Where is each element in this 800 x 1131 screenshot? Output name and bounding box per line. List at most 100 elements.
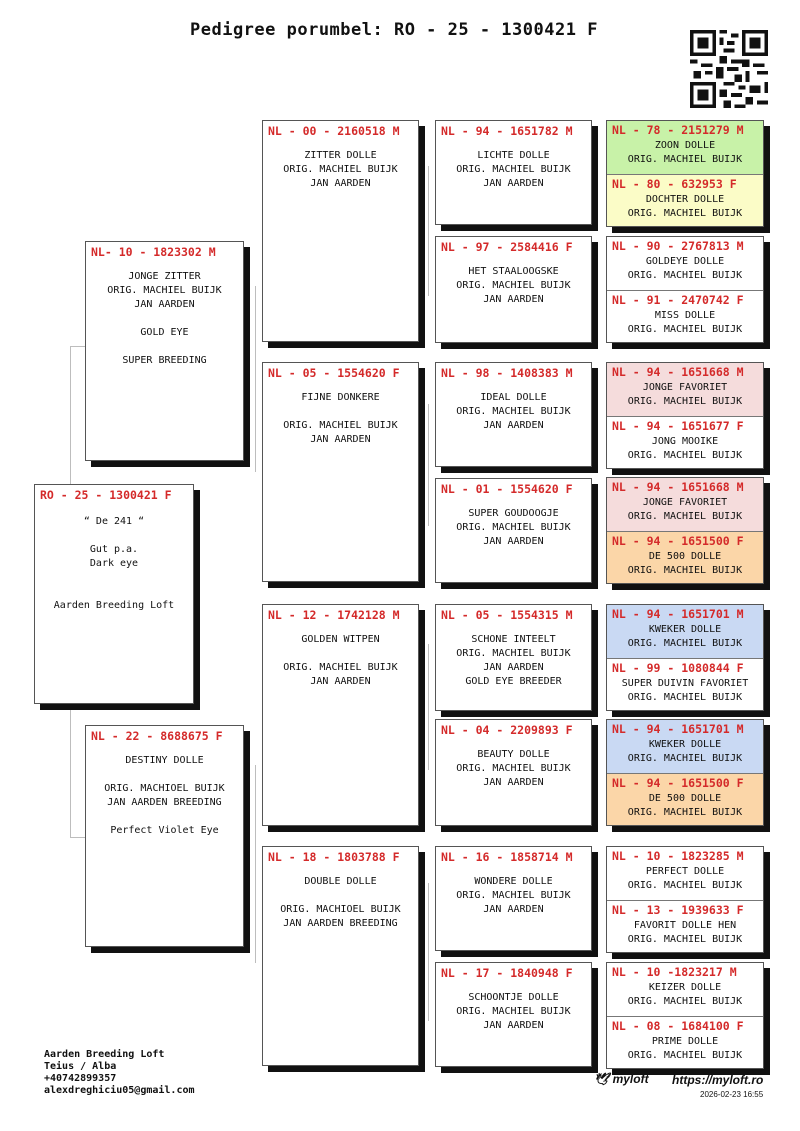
ancestor-sire: NL - 94 - 1651701 M KWEKER DOLLE ORIG. M… — [607, 720, 763, 773]
pigeon-details: DOCHTER DOLLE ORIG. MACHIEL BUIJK — [627, 194, 743, 219]
ancestor-sire: NL - 10 - 1823285 M PERFECT DOLLE ORIG. … — [607, 847, 763, 900]
pigeon-details: SCHOONTJE DOLLE ORIG. MACHIEL BUIJK JAN … — [456, 992, 571, 1031]
connector-line — [428, 883, 429, 1021]
pigeon-details: LICHTE DOLLE ORIG. MACHIEL BUIJK JAN AAR… — [456, 150, 571, 189]
ring-number: NL - 78 - 2151279 M — [612, 123, 744, 137]
pigeon-details: HET STAALOOGSKE ORIG. MACHIEL BUIJK JAN … — [456, 266, 571, 305]
great-grandparent-card: NL - 05 - 1554315 M SCHONE INTEELT ORIG.… — [435, 604, 592, 711]
ring-number: NL - 99 - 1080844 F — [612, 661, 744, 675]
ring-number: NL - 22 - 8688675 F — [91, 729, 223, 743]
ring-number: NL - 90 - 2767813 M — [612, 239, 744, 253]
ring-number: NL - 94 - 1651668 M — [612, 365, 744, 379]
pigeon-details: BEAUTY DOLLE ORIG. MACHIEL BUIJK JAN AAR… — [456, 749, 571, 788]
pigeon-details: DE 500 DOLLE ORIG. MACHIEL BUIJK — [627, 793, 743, 818]
great-grandparent-card: NL - 04 - 2209893 F BEAUTY DOLLE ORIG. M… — [435, 719, 592, 826]
pigeon-details: KWEKER DOLLE ORIG. MACHIEL BUIJK — [627, 624, 743, 649]
parent-card-sire: NL- 10 - 1823302 M JONGE ZITTER ORIG. MA… — [85, 241, 244, 461]
ancestor-pair-card: NL - 94 - 1651668 M JONGE FAVORIET ORIG.… — [606, 362, 764, 469]
pigeon-details: KEIZER DOLLE ORIG. MACHIEL BUIJK — [627, 982, 743, 1007]
ring-number: NL- 10 - 1823302 M — [91, 245, 216, 259]
ancestor-dam: NL - 94 - 1651500 F DE 500 DOLLE ORIG. M… — [607, 531, 763, 583]
ancestor-dam: NL - 08 - 1684100 F PRIME DOLLE ORIG. MA… — [607, 1016, 763, 1068]
great-grandparent-card: NL - 98 - 1408383 M IDEAL DOLLE ORIG. MA… — [435, 362, 592, 467]
connector-line — [428, 166, 429, 296]
great-grandparent-card: NL - 97 - 2584416 F HET STAALOOGSKE ORIG… — [435, 236, 592, 343]
website-link[interactable]: https://myloft.ro — [672, 1073, 764, 1087]
grandparent-card: NL - 05 - 1554620 F FIJNE DONKERE ORIG. … — [262, 362, 419, 582]
pigeon-details: MISS DOLLE ORIG. MACHIEL BUIJK — [627, 310, 743, 335]
ring-number: NL - 94 - 1651500 F — [612, 776, 744, 790]
ancestor-dam: NL - 91 - 2470742 F MISS DOLLE ORIG. MAC… — [607, 290, 763, 342]
ancestor-pair-card: NL - 78 - 2151279 M ZOON DOLLE ORIG. MAC… — [606, 120, 764, 227]
ancestor-pair-card: NL - 94 - 1651668 M JONGE FAVORIET ORIG.… — [606, 477, 764, 584]
print-date: 2026-02-23 16:55 — [700, 1090, 764, 1099]
phone-number: +40742899357 — [44, 1073, 117, 1084]
ancestor-dam: NL - 94 - 1651500 F DE 500 DOLLE ORIG. M… — [607, 773, 763, 825]
pigeon-details: DESTINY DOLLE ORIG. MACHIOEL BUIJK JAN A… — [104, 755, 225, 836]
ring-number: NL - 16 - 1858714 M — [441, 850, 573, 864]
pigeon-details: JONG MOOIKE ORIG. MACHIEL BUIJK — [627, 436, 743, 461]
ring-number: NL - 05 - 1554315 M — [441, 608, 573, 622]
connector-line — [255, 286, 256, 472]
ring-number: NL - 10 - 1823285 M — [612, 849, 744, 863]
connector-line — [428, 644, 429, 770]
pigeon-details: DE 500 DOLLE ORIG. MACHIEL BUIJK — [627, 551, 743, 576]
ring-number: NL - 17 - 1840948 F — [441, 966, 573, 980]
connector-line — [255, 765, 256, 963]
ring-number: NL - 98 - 1408383 M — [441, 366, 573, 380]
ancestor-pair-card: NL - 10 - 1823285 M PERFECT DOLLE ORIG. … — [606, 846, 764, 953]
ancestor-sire: NL - 90 - 2767813 M GOLDEYE DOLLE ORIG. … — [607, 237, 763, 290]
ancestor-dam: NL - 94 - 1651677 F JONG MOOIKE ORIG. MA… — [607, 416, 763, 468]
great-grandparent-card: NL - 16 - 1858714 M WONDERE DOLLE ORIG. … — [435, 846, 592, 951]
myloft-logo: 🕊 myloft — [594, 1072, 649, 1086]
great-grandparent-card: NL - 17 - 1840948 F SCHOONTJE DOLLE ORIG… — [435, 962, 592, 1067]
ancestor-sire: NL - 10 -1823217 M KEIZER DOLLE ORIG. MA… — [607, 963, 763, 1016]
ring-number: NL - 94 - 1651701 M — [612, 607, 744, 621]
pigeon-details: PERFECT DOLLE ORIG. MACHIEL BUIJK — [627, 866, 743, 891]
pigeon-details: SCHONE INTEELT ORIG. MACHIEL BUIJK JAN A… — [456, 634, 571, 687]
pigeon-details: GOLDEYE DOLLE ORIG. MACHIEL BUIJK — [627, 256, 743, 281]
ring-number: NL - 10 -1823217 M — [612, 965, 737, 979]
ring-number: NL - 05 - 1554620 F — [268, 366, 400, 380]
great-grandparent-card: NL - 94 - 1651782 M LICHTE DOLLE ORIG. M… — [435, 120, 592, 225]
pigeon-details: IDEAL DOLLE ORIG. MACHIEL BUIJK JAN AARD… — [456, 392, 571, 431]
ring-number: NL - 94 - 1651701 M — [612, 722, 744, 736]
ancestor-dam: NL - 80 - 632953 F DOCHTER DOLLE ORIG. M… — [607, 174, 763, 226]
pigeon-details: “ De 241 “ Gut p.a. Dark eye Aarden Bree… — [53, 516, 175, 611]
pigeon-details: JONGE FAVORIET ORIG. MACHIEL BUIJK — [627, 382, 743, 407]
pigeon-details: ZITTER DOLLE ORIG. MACHIEL BUIJK JAN AAR… — [283, 150, 398, 189]
page-title: Pedigree porumbel: RO - 25 - 1300421 F — [190, 20, 598, 40]
grandparent-card: NL - 18 - 1803788 F DOUBLE DOLLE ORIG. M… — [262, 846, 419, 1066]
pigeon-details: KWEKER DOLLE ORIG. MACHIEL BUIJK — [627, 739, 743, 764]
ring-number: NL - 94 - 1651668 M — [612, 480, 744, 494]
pigeon-details: WONDERE DOLLE ORIG. MACHIEL BUIJK JAN AA… — [456, 876, 571, 915]
pigeon-details: SUPER GOUDOOGJE ORIG. MACHIEL BUIJK JAN … — [456, 508, 571, 547]
ring-number: NL - 94 - 1651677 F — [612, 419, 744, 433]
ancestor-sire: NL - 78 - 2151279 M ZOON DOLLE ORIG. MAC… — [607, 121, 763, 174]
grandparent-card: NL - 00 - 2160518 M ZITTER DOLLE ORIG. M… — [262, 120, 419, 342]
ancestor-dam: NL - 99 - 1080844 F SUPER DUIVIN FAVORIE… — [607, 658, 763, 710]
ring-number: NL - 13 - 1939633 F — [612, 903, 744, 917]
ring-number: NL - 08 - 1684100 F — [612, 1019, 744, 1033]
logo-text: myloft — [612, 1072, 649, 1086]
loft-location: Teius / Alba — [44, 1061, 117, 1072]
connector-line — [428, 404, 429, 526]
ancestor-pair-card: NL - 94 - 1651701 M KWEKER DOLLE ORIG. M… — [606, 604, 764, 711]
bird-icon: 🕊 — [594, 1072, 610, 1086]
ring-number: NL - 94 - 1651500 F — [612, 534, 744, 548]
connector-line — [70, 837, 86, 838]
great-grandparent-card: NL - 01 - 1554620 F SUPER GOUDOOGJE ORIG… — [435, 478, 592, 583]
parent-card-dam: NL - 22 - 8688675 F DESTINY DOLLE ORIG. … — [85, 725, 244, 947]
ring-number: NL - 12 - 1742128 M — [268, 608, 400, 622]
pigeon-details: ZOON DOLLE ORIG. MACHIEL BUIJK — [627, 140, 743, 165]
grandparent-card: NL - 12 - 1742128 M GOLDEN WITPEN ORIG. … — [262, 604, 419, 826]
pigeon-details: FIJNE DONKERE ORIG. MACHIEL BUIJK JAN AA… — [283, 392, 398, 445]
ring-number: NL - 91 - 2470742 F — [612, 293, 744, 307]
loft-name: Aarden Breeding Loft — [44, 1049, 165, 1060]
pigeon-details: FAVORIT DOLLE HEN ORIG. MACHIEL BUIJK — [627, 920, 743, 945]
ancestor-sire: NL - 94 - 1651668 M JONGE FAVORIET ORIG.… — [607, 363, 763, 416]
ring-number: RO - 25 - 1300421 F — [40, 488, 172, 502]
qr-code — [690, 30, 768, 108]
pigeon-details: DOUBLE DOLLE ORIG. MACHIOEL BUIJK JAN AA… — [280, 876, 401, 929]
